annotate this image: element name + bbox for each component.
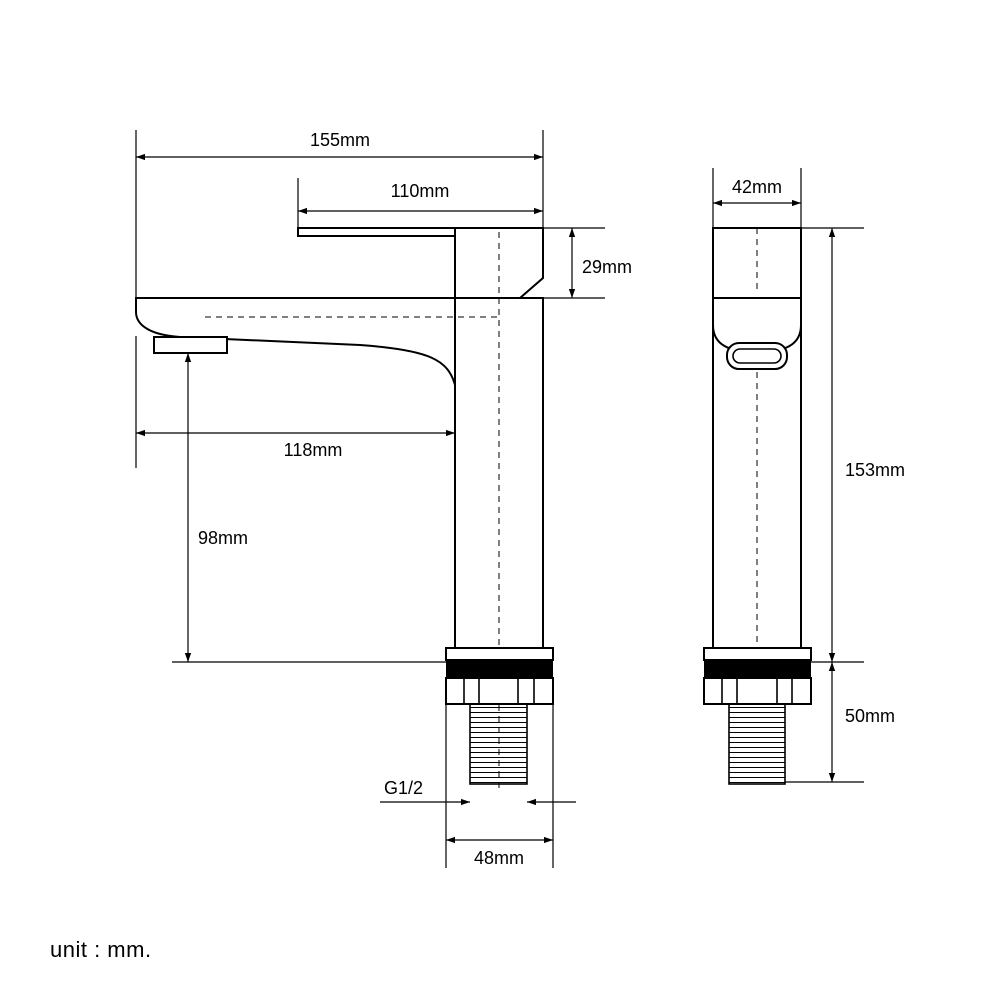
side-view xyxy=(135,227,554,790)
side-view-dimensions: 155mm 110mm 29mm 118mm 98mm G1/2 48mm xyxy=(135,130,632,868)
spout-aerator xyxy=(153,336,228,354)
dim-spout-reach: 118mm xyxy=(284,440,343,460)
front-view-dimensions: 42mm 153mm 50mm xyxy=(712,168,905,783)
front-aerator xyxy=(726,342,788,370)
dim-spout-height: 98mm xyxy=(198,528,248,548)
spout xyxy=(135,297,456,386)
front-base-ring xyxy=(703,647,812,661)
front-base-nut xyxy=(703,677,812,705)
dim-lever-height: 29mm xyxy=(582,257,632,277)
dim-thread-length: 50mm xyxy=(845,706,895,726)
dim-lever-length: 110mm xyxy=(391,181,450,201)
dim-thread-size: G1/2 xyxy=(384,778,423,798)
dim-body-width: 42mm xyxy=(732,177,782,197)
base-ring xyxy=(445,647,554,661)
front-threaded-shank xyxy=(728,703,786,785)
dim-base-width: 48mm xyxy=(474,848,524,868)
lever-handle xyxy=(297,227,456,237)
front-base-ring-band xyxy=(704,660,811,678)
unit-note: unit : mm. xyxy=(50,937,152,962)
body-top-cap xyxy=(454,227,544,299)
threaded-shank xyxy=(469,703,528,785)
base-ring-band xyxy=(446,660,553,678)
dim-overall-length: 155mm xyxy=(310,130,370,150)
dim-body-height: 153mm xyxy=(845,460,905,480)
front-view xyxy=(703,227,812,785)
base-nut xyxy=(445,677,554,705)
